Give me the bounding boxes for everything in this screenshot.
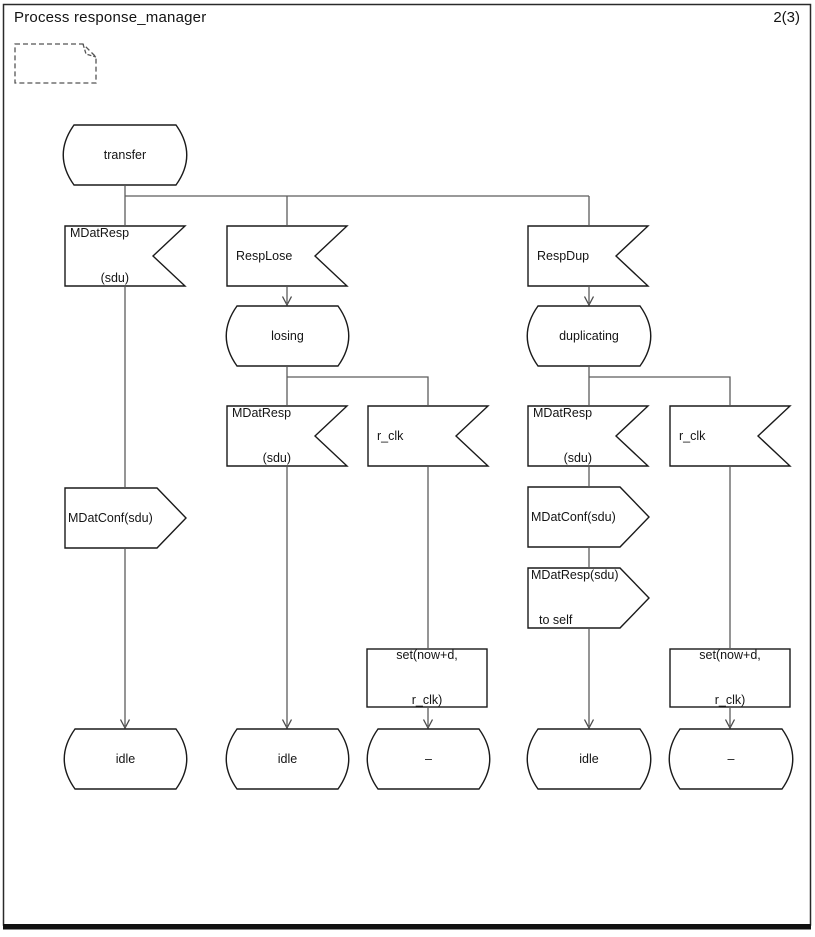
- page-indicator: 2(3): [773, 9, 800, 26]
- output-signal-symbol: [64, 487, 187, 549]
- arrowheads: [119, 296, 736, 730]
- input-signal-symbol: [226, 405, 349, 467]
- task-set-timer-right: set(now+d, r_clk): [669, 648, 791, 708]
- state-symbol: [526, 305, 652, 367]
- state-idle-right: idle: [526, 728, 652, 790]
- output-mdatconf-left: MDatConf(sdu): [64, 487, 187, 549]
- output-signal-symbol: [527, 486, 650, 548]
- output-mdatresp-to-self: MDatResp(sdu) to self: [527, 567, 650, 629]
- state-symbol: [225, 305, 350, 367]
- task-symbol: [366, 648, 488, 708]
- input-signal-symbol: [527, 225, 650, 287]
- dashed-page-symbol: [14, 43, 97, 84]
- task-symbol: [669, 648, 791, 708]
- state-symbol: [668, 728, 794, 790]
- state-idle-left: idle: [63, 728, 188, 790]
- output-signal-symbol: [527, 567, 650, 629]
- state-losing: losing: [225, 305, 350, 367]
- input-mdatresp-right: MDatResp (sdu): [527, 405, 650, 467]
- state-symbol: [526, 728, 652, 790]
- output-mdatconf-right: MDatConf(sdu): [527, 486, 650, 548]
- input-resplose: RespLose: [226, 225, 349, 287]
- input-mdatresp-mid: MDatResp (sdu): [226, 405, 349, 467]
- input-rclk-right: r_clk: [669, 405, 792, 467]
- state-duplicating: duplicating: [526, 305, 652, 367]
- page-frame-bottom-bar: [3, 924, 811, 930]
- state-transfer: transfer: [62, 124, 188, 186]
- input-signal-symbol: [527, 405, 650, 467]
- state-idle-mid: idle: [225, 728, 350, 790]
- state-symbol: [225, 728, 350, 790]
- task-set-timer-mid: set(now+d, r_clk): [366, 648, 488, 708]
- input-mdatresp-left: MDatResp (sdu): [64, 225, 187, 287]
- state-same-mid: –: [366, 728, 491, 790]
- state-symbol: [63, 728, 188, 790]
- input-signal-symbol: [64, 225, 187, 287]
- state-same-right: –: [668, 728, 794, 790]
- page-title: Process response_manager: [14, 9, 207, 26]
- state-symbol: [62, 124, 188, 186]
- input-signal-symbol: [669, 405, 792, 467]
- input-respdup: RespDup: [527, 225, 650, 287]
- state-symbol: [366, 728, 491, 790]
- flow-lines: [124, 186, 731, 726]
- input-rclk-mid: r_clk: [367, 405, 490, 467]
- dog-ear-document-icon: [14, 43, 97, 84]
- input-signal-symbol: [226, 225, 349, 287]
- input-signal-symbol: [367, 405, 490, 467]
